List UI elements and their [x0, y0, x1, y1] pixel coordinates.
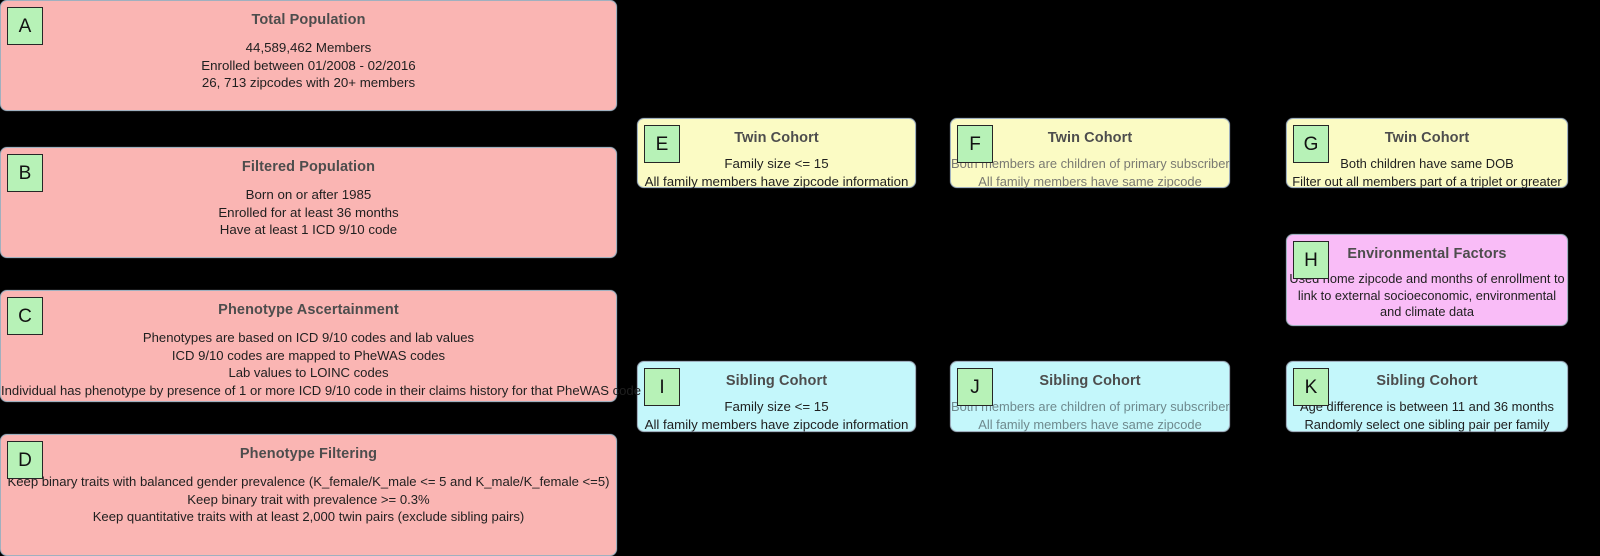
node-title-f: Twin Cohort — [1047, 130, 1133, 146]
node-body-g: Both children have same DOB Filter out al… — [1287, 155, 1567, 190]
node-k-sibling-cohort[interactable]: K Sibling Cohort Age difference is betwe… — [1286, 361, 1568, 432]
node-body-line: Phenotypes are based on ICD 9/10 codes a… — [142, 330, 475, 345]
node-body-line: Enrolled between 01/2008 - 02/2016 — [201, 57, 416, 73]
node-body-line: Keep quantitative traits with at least 2… — [92, 509, 525, 524]
node-d-phenotype-filtering[interactable]: D Phenotype Filtering Keep binary traits… — [0, 434, 617, 556]
node-title-b: Filtered Population — [241, 159, 376, 175]
node-body-line: All family members have zipcode informat… — [644, 416, 909, 432]
node-body-line: Individual has phenotype by presence of … — [1, 382, 641, 398]
node-body-line: Keep binary traits with balanced gender … — [7, 474, 610, 489]
node-title-a: Total Population — [251, 12, 366, 28]
node-body-e: Family size <= 15 All family members have… — [638, 155, 915, 190]
node-badge-j: J — [957, 368, 993, 406]
node-body-line: Both children have same DOB — [1340, 156, 1514, 171]
node-body-line: Randomly select one sibling pair per fam… — [1304, 416, 1550, 432]
node-body-line: Both members are children of primary sub… — [951, 399, 1230, 414]
node-i-sibling-cohort[interactable]: I Sibling Cohort Family size <= 15 All fa… — [637, 361, 916, 432]
node-body-line: Family size <= 15 — [724, 156, 829, 171]
node-badge-g: G — [1293, 125, 1329, 163]
node-body-line: Used home zipcode and months of enrollme… — [1289, 271, 1565, 319]
node-body-c: Phenotypes are based on ICD 9/10 codes a… — [1, 329, 641, 399]
node-body-k: Age difference is between 11 and 36 mont… — [1287, 398, 1567, 433]
node-c-phenotype-ascertainment[interactable]: C Phenotype Ascertainment Phenotypes are… — [0, 290, 641, 402]
node-h-environmental-factors[interactable]: H Environmental Factors Used home zipcod… — [1286, 234, 1568, 326]
node-j-sibling-cohort[interactable]: J Sibling Cohort Both members are childr… — [950, 361, 1230, 432]
node-title-j: Sibling Cohort — [1039, 373, 1141, 389]
node-b-filtered-population[interactable]: B Filtered Population Born on or after 1… — [0, 147, 617, 258]
node-title-i: Sibling Cohort — [725, 373, 828, 389]
node-title-e: Twin Cohort — [734, 130, 819, 146]
node-body-line: Have at least 1 ICD 9/10 code — [219, 222, 398, 237]
node-title-d: Phenotype Filtering — [239, 446, 378, 462]
node-title-k: Sibling Cohort — [1376, 373, 1478, 389]
node-body-line: 26, 713 zipcodes with 20+ members — [201, 75, 416, 90]
node-body-line: Enrolled for at least 36 months — [218, 204, 399, 220]
node-badge-k: K — [1293, 368, 1329, 406]
node-title-g: Twin Cohort — [1384, 130, 1470, 146]
node-badge-f: F — [957, 125, 993, 163]
node-title-h: Environmental Factors — [1347, 246, 1507, 262]
node-body-h: Used home zipcode and months of enrollme… — [1287, 271, 1567, 321]
node-body-line: All family members have same zipcode — [978, 416, 1202, 432]
node-badge-b: B — [7, 154, 43, 192]
node-body-line: 44,589,462 Members — [245, 40, 372, 55]
node-body-i: Family size <= 15 All family members have… — [638, 398, 915, 433]
node-body-f: Both members are children of primary sub… — [951, 155, 1230, 190]
node-badge-d: D — [7, 441, 43, 479]
node-title-c: Phenotype Ascertainment — [218, 302, 399, 318]
node-body-line: Keep binary trait with prevalence >= 0.3… — [187, 491, 430, 507]
node-badge-i: I — [644, 368, 680, 406]
node-body-j: Both members are children of primary sub… — [951, 398, 1230, 433]
node-body-line: All family members have same zipcode — [978, 173, 1202, 189]
node-badge-e: E — [644, 125, 680, 163]
node-e-twin-cohort[interactable]: E Twin Cohort Family size <= 15 All famil… — [637, 118, 916, 190]
node-body-line: Born on or after 1985 — [245, 187, 372, 202]
node-body-line: ICD 9/10 codes are mapped to PheWAS code… — [171, 347, 446, 363]
node-body-line: Lab values to LOINC codes — [228, 365, 389, 380]
node-body-d: Keep binary traits with balanced gender … — [1, 473, 616, 526]
node-badge-a: A — [7, 7, 43, 45]
node-body-line: All family members have zipcode informat… — [644, 173, 909, 189]
node-body-line: Family size <= 15 — [724, 399, 829, 414]
node-body-line: Age difference is between 11 and 36 mont… — [1300, 399, 1554, 414]
node-body-line: Filter out all members part of a triplet… — [1292, 173, 1562, 189]
node-body-line: Both members are children of primary sub… — [951, 156, 1230, 171]
node-badge-c: C — [7, 297, 43, 335]
node-f-twin-cohort[interactable]: F Twin Cohort Both members are children … — [950, 118, 1230, 190]
node-g-twin-cohort[interactable]: G Twin Cohort Both children have same DO… — [1286, 118, 1568, 190]
node-badge-h: H — [1293, 241, 1329, 279]
